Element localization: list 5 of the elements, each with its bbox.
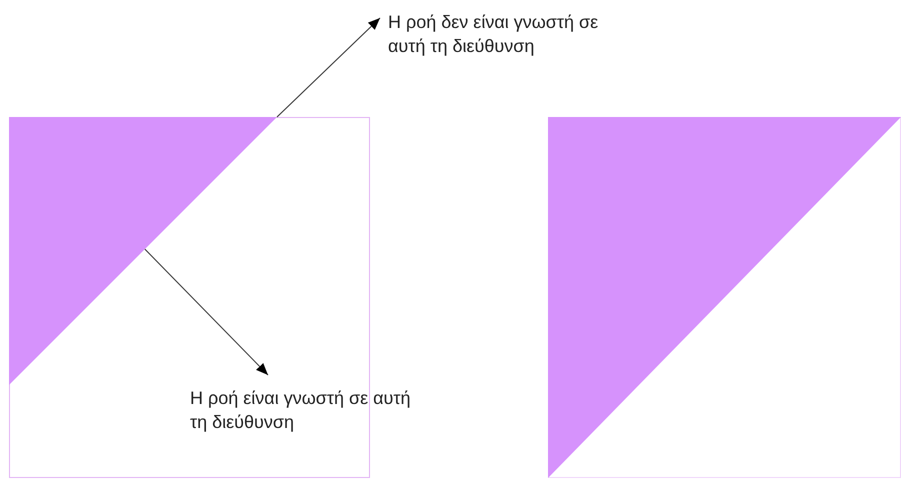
triangle-shape: [9, 117, 277, 385]
arrow: [276, 18, 380, 118]
flow-note: Η ροή είναι γνωστή σε αυτή τη διεύθυνση: [190, 386, 420, 434]
flow-note: Η ροή δεν είναι γνωστή σε αυτή τη διεύθυνση: [388, 10, 618, 58]
arrow: [144, 248, 268, 376]
